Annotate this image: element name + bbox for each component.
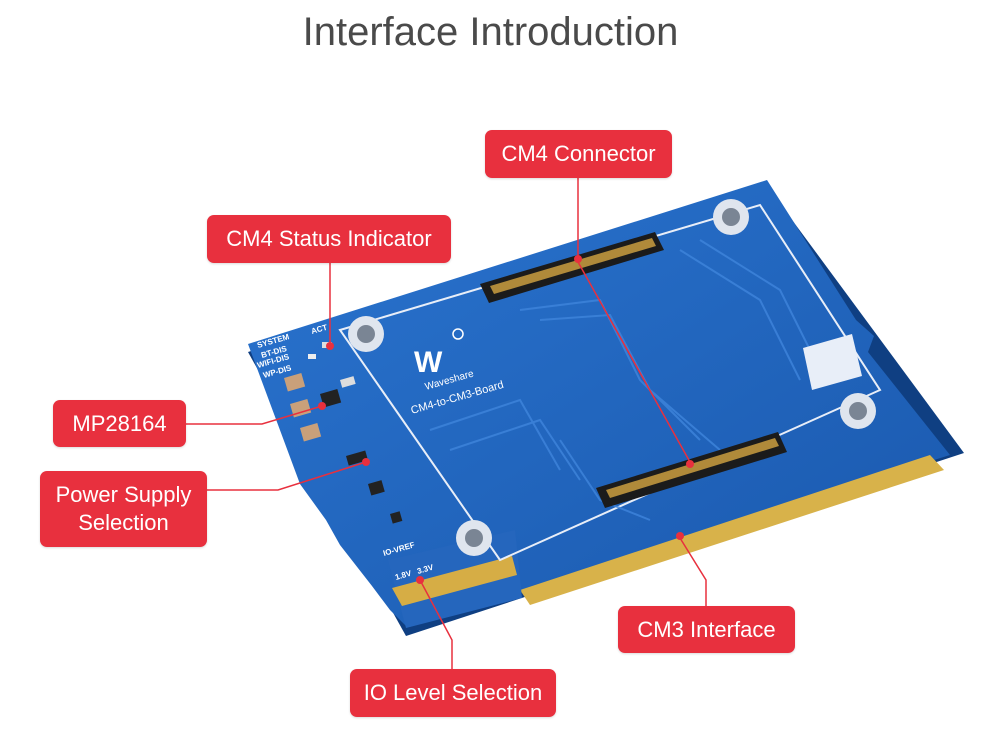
gold-fingers bbox=[520, 455, 944, 605]
cm4-connector-label: CM4 Connector bbox=[485, 130, 672, 178]
mp28164-label: MP28164 bbox=[53, 400, 186, 447]
silk-act: ACT bbox=[310, 323, 328, 336]
cm4-status-indicator-label: CM4 Status Indicator bbox=[207, 215, 451, 263]
power-supply-line1: Power Supply bbox=[55, 482, 192, 507]
power-supply-selection-label: Power Supply Selection bbox=[40, 471, 207, 547]
waveshare-logo: W bbox=[414, 328, 464, 379]
cm4-connector-bottom bbox=[596, 432, 787, 508]
page-title: Interface Introduction bbox=[302, 10, 679, 54]
power-supply-line2: Selection bbox=[78, 510, 169, 535]
svg-text:W: W bbox=[414, 346, 443, 379]
mounting-holes bbox=[348, 199, 876, 556]
cm3-interface-label: CM3 Interface bbox=[618, 606, 795, 653]
cm4-connector-top bbox=[480, 232, 664, 303]
io-level-selection-label: IO Level Selection bbox=[350, 669, 556, 717]
